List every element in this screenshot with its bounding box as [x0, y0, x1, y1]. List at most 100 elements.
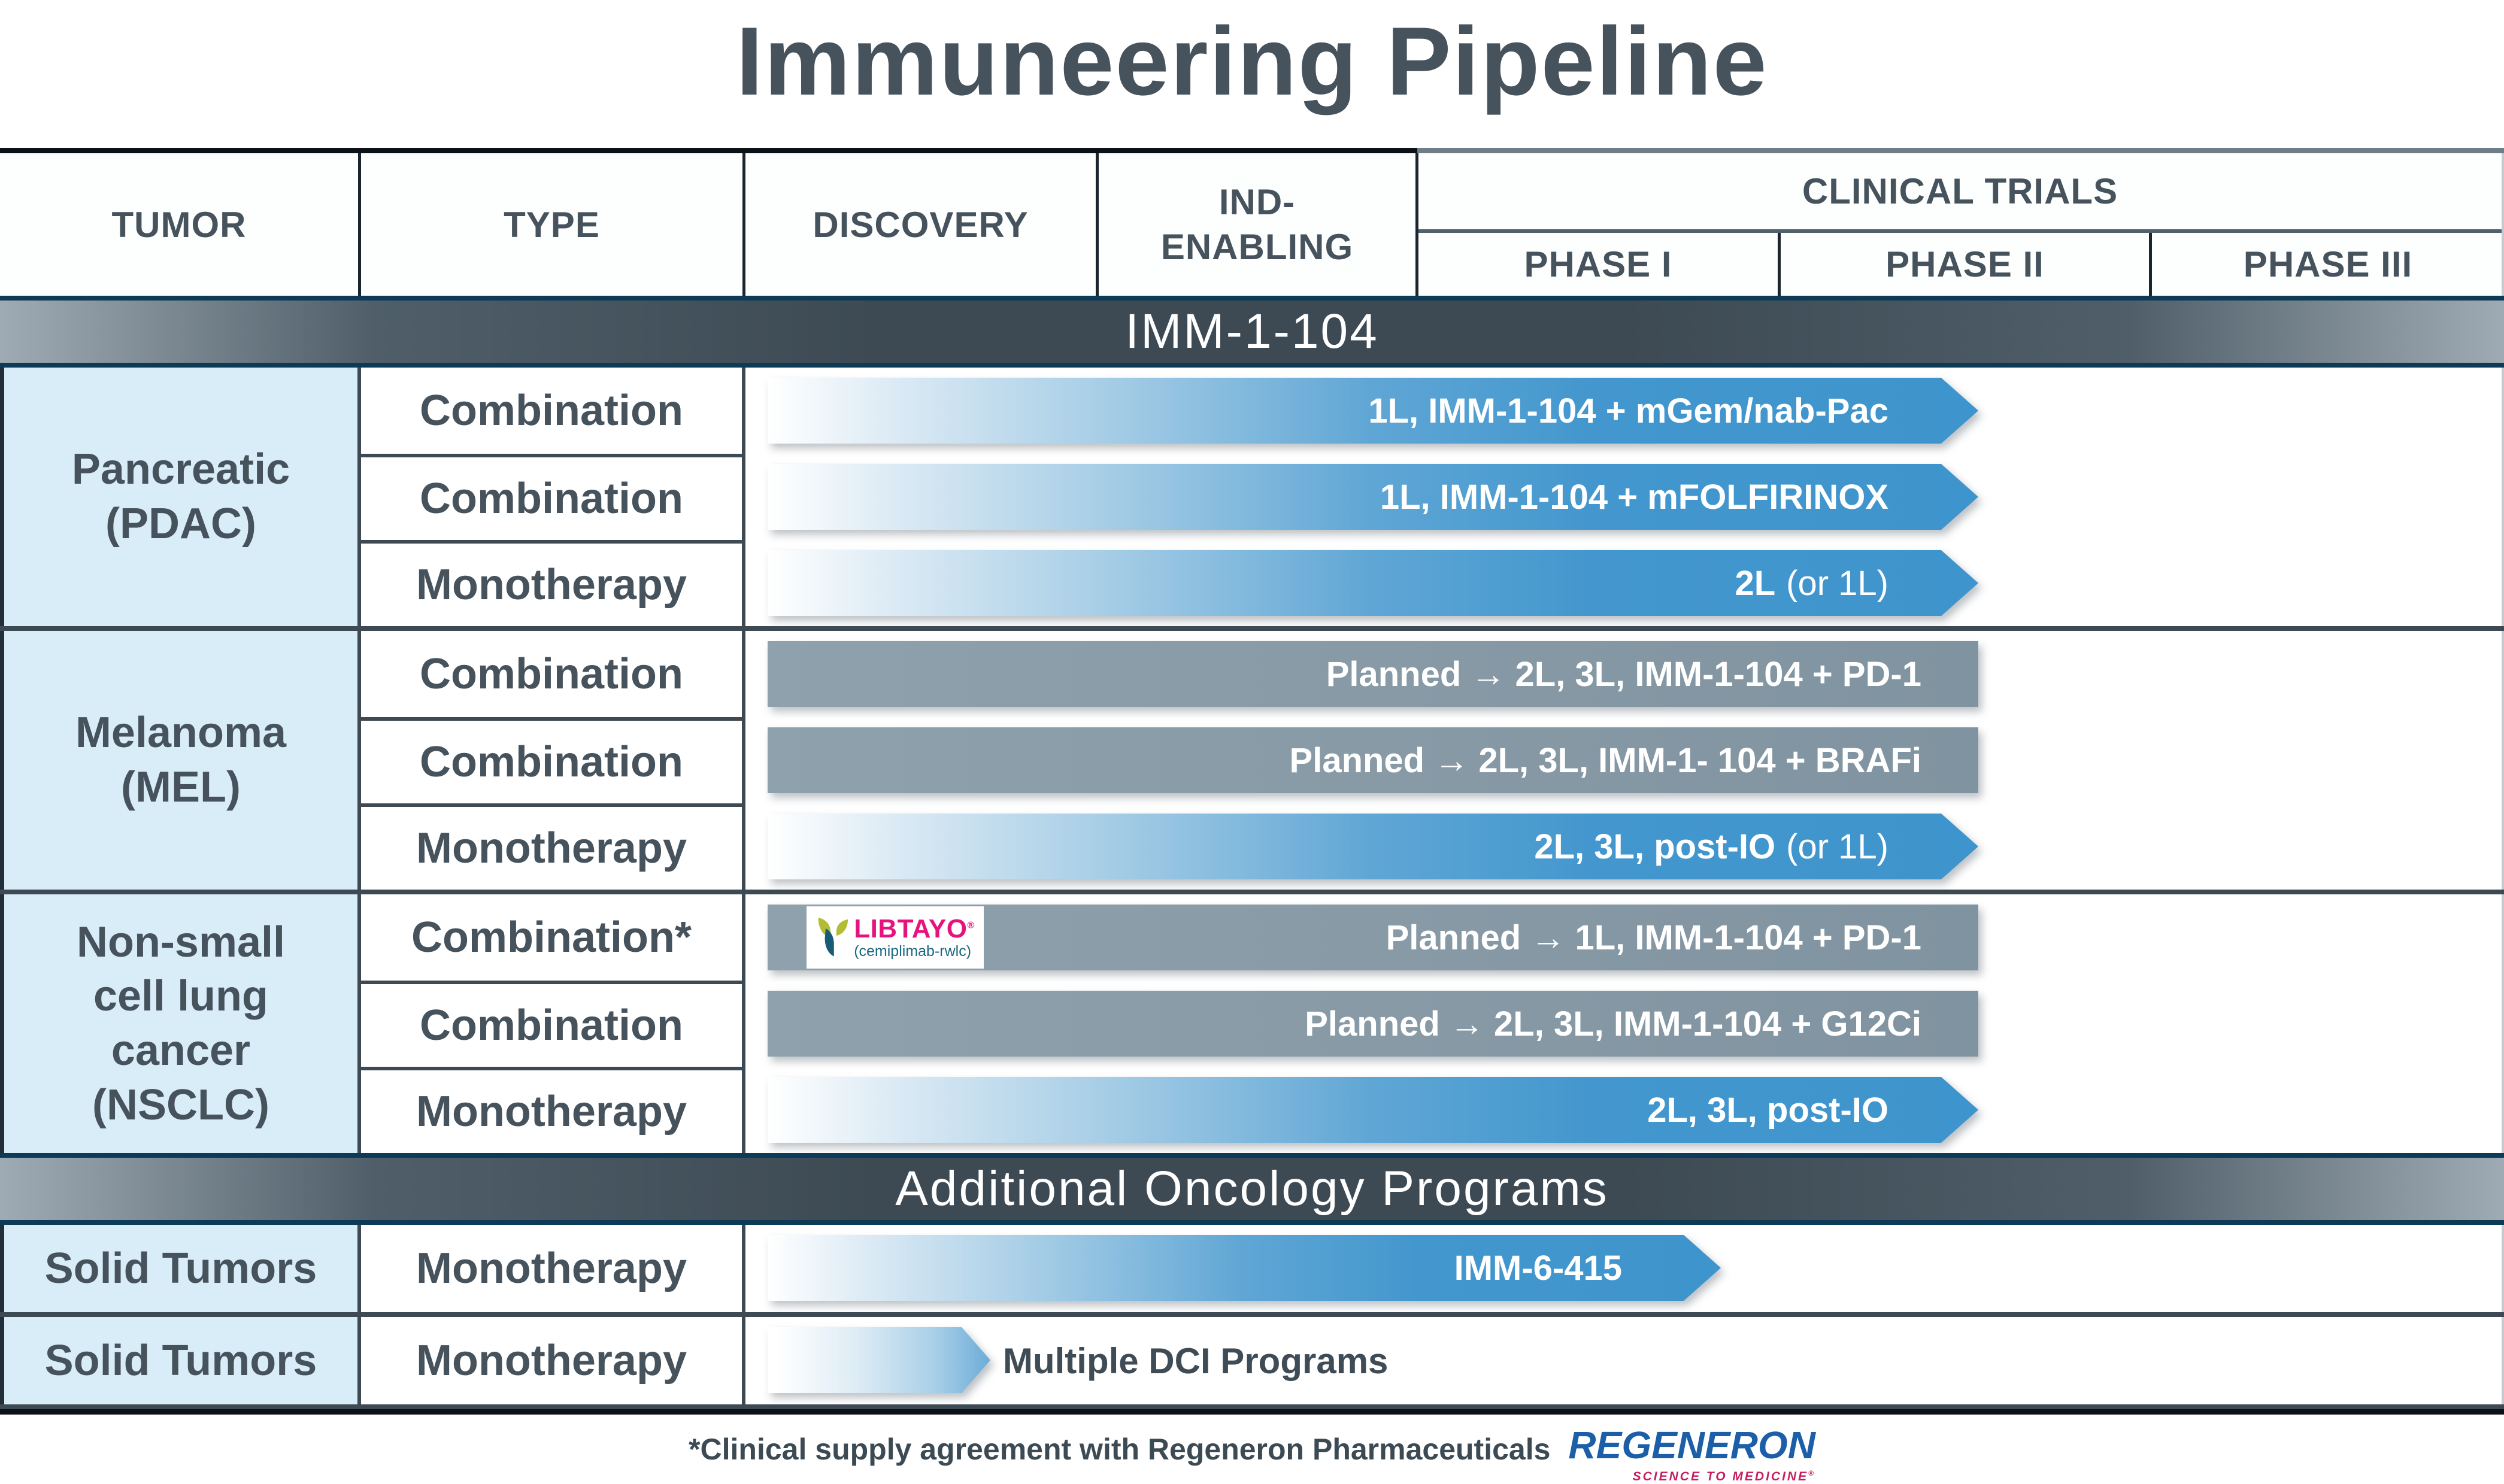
type-cells-solid-1: Monotherapy — [361, 1225, 745, 1312]
libtayo-text: LIBTAYO® (cemiplimab-rwlc) — [854, 916, 975, 959]
col-header-clinical-trials: CLINICAL TRIALS — [1418, 153, 2502, 233]
tumor-line: (PDAC) — [105, 500, 256, 548]
program-band-imm-1-104: IMM-1-104 — [0, 296, 2504, 368]
bar-label: Planned → 2L, 3L, IMM-1-104 + G12Ci — [1305, 1004, 1921, 1043]
tumor-line: Solid Tumors — [44, 1244, 317, 1292]
pipeline-bar-pdac-mono: 2L (or 1L) — [768, 550, 1978, 616]
table-header: TUMOR TYPE DISCOVERY IND- ENABLING CLINI… — [0, 153, 2504, 296]
type-cell: Combination — [361, 631, 742, 717]
col-header-phase2: PHASE II — [1781, 233, 2152, 296]
group-nsclc: Non-small cell lung cancer (NSCLC) Combi… — [0, 894, 2504, 1153]
group-melanoma: Melanoma (MEL) Combination Combination M… — [0, 631, 2504, 894]
type-cell: Combination* — [361, 894, 742, 981]
pipeline-lane: LIBTAYO® (cemiplimab-rwlc) Planned → 1L,… — [745, 894, 2502, 981]
lanes-solid-1: IMM-6-415 — [745, 1225, 2504, 1312]
col-header-tumor: TUMOR — [0, 153, 361, 296]
group-pancreatic: Pancreatic (PDAC) Combination Combinatio… — [0, 368, 2504, 631]
page-title: Immuneering Pipeline — [736, 7, 1768, 116]
phase-header-row: PHASE I PHASE II PHASE III — [1418, 233, 2502, 296]
lanes-nsclc: LIBTAYO® (cemiplimab-rwlc) Planned → 1L,… — [745, 894, 2504, 1153]
bar-label: 1L, IMM-1-104 + mGem/nab-Pac — [1368, 391, 1888, 430]
pipeline-lane: Planned → 2L, 3L, IMM-1-104 + PD-1 — [745, 631, 2502, 717]
tumor-cell-nsclc: Non-small cell lung cancer (NSCLC) — [0, 894, 361, 1153]
footer: *Clinical supply agreement with Regenero… — [0, 1426, 2504, 1484]
pipeline-lane: 1L, IMM-1-104 + mGem/nab-Pac — [745, 368, 2502, 454]
bar-label-bold: 2L, 3L, post-IO — [1534, 827, 1776, 866]
tumor-cell-solid-1: Solid Tumors — [0, 1225, 361, 1312]
pipeline-lane: IMM-6-415 — [745, 1225, 2502, 1312]
libtayo-brand: LIBTAYO® — [854, 914, 975, 943]
type-cell: Combination — [361, 981, 742, 1067]
tumor-line: Pancreatic — [71, 445, 290, 494]
pipeline-lane: Multiple DCI Programs — [745, 1317, 2502, 1404]
type-cell: Combination — [361, 717, 742, 803]
bar-label-light: (or 1L) — [1786, 827, 1888, 866]
pipeline-lane: 2L, 3L, post-IO (or 1L) — [745, 803, 2502, 890]
type-cells-pancreatic: Combination Combination Monotherapy — [361, 368, 745, 626]
clinical-trials-header-group: CLINICAL TRIALS PHASE I PHASE II PHASE I… — [1418, 153, 2504, 296]
group-solid-tumors-2: Solid Tumors Monotherapy Multiple DCI Pr… — [0, 1317, 2504, 1409]
tumor-line: Non-small — [76, 918, 286, 966]
bar-label: Planned → 2L, 3L, IMM-1- 104 + BRAFi — [1289, 741, 1921, 780]
tumor-line: (NSCLC) — [92, 1081, 269, 1129]
type-cell: Monotherapy — [361, 1225, 742, 1312]
pipeline-lane: Planned → 2L, 3L, IMM-1-104 + G12Ci — [745, 981, 2502, 1067]
type-cell: Monotherapy — [361, 1317, 742, 1404]
tumor-line: cancer — [111, 1027, 251, 1075]
tumor-line: (MEL) — [121, 763, 241, 811]
pipeline-bar-nsclc-mono: 2L, 3L, post-IO — [768, 1077, 1978, 1143]
type-cells-nsclc: Combination* Combination Monotherapy — [361, 894, 745, 1153]
tumor-line: cell lung — [93, 972, 269, 1021]
pipeline-table: TUMOR TYPE DISCOVERY IND- ENABLING CLINI… — [0, 148, 2504, 1415]
pipeline-bar-pdac-mgem: 1L, IMM-1-104 + mGem/nab-Pac — [768, 378, 1978, 444]
type-cells-solid-2: Monotherapy — [361, 1317, 745, 1404]
pipeline-lane: 2L, 3L, post-IO — [745, 1067, 2502, 1153]
pipeline-bar-nsclc-pd1-planned: LIBTAYO® (cemiplimab-rwlc) Planned → 1L,… — [768, 905, 1978, 970]
ind-line2: ENABLING — [1160, 227, 1354, 267]
type-cell: Monotherapy — [361, 540, 742, 626]
bar-label-bold: 2L — [1735, 563, 1776, 603]
lanes-melanoma: Planned → 2L, 3L, IMM-1-104 + PD-1 Plann… — [745, 631, 2504, 890]
dci-programs-label: Multiple DCI Programs — [1003, 1340, 1389, 1381]
type-cell: Combination — [361, 454, 742, 540]
pipeline-bar-mel-mono: 2L, 3L, post-IO (or 1L) — [768, 814, 1978, 879]
col-header-ind-enabling: IND- ENABLING — [1099, 153, 1418, 296]
ind-line1: IND- — [1218, 182, 1296, 222]
tumor-line: Solid Tumors — [44, 1336, 317, 1385]
regeneron-logo: REGENERON SCIENCE TO MEDICINE® — [1568, 1426, 1815, 1484]
lanes-solid-2: Multiple DCI Programs — [745, 1317, 2504, 1404]
pipeline-bar-mel-pd1-planned: Planned → 2L, 3L, IMM-1-104 + PD-1 — [768, 641, 1978, 707]
col-header-type: TYPE — [361, 153, 745, 296]
pipeline-bar-pdac-mfolfirinox: 1L, IMM-1-104 + mFOLFIRINOX — [768, 464, 1978, 530]
bar-label-bold: 2L, 3L, post-IO — [1647, 1090, 1888, 1130]
type-cells-melanoma: Combination Combination Monotherapy — [361, 631, 745, 890]
bar-label: 1L, IMM-1-104 + mFOLFIRINOX — [1380, 477, 1888, 517]
pipeline-lane: Planned → 2L, 3L, IMM-1- 104 + BRAFi — [745, 717, 2502, 803]
col-header-phase1: PHASE I — [1418, 233, 1781, 296]
libtayo-logo: LIBTAYO® (cemiplimab-rwlc) — [807, 906, 984, 969]
table-top-border — [0, 148, 2504, 153]
regeneron-wordmark: REGENERON — [1568, 1424, 1815, 1467]
type-cell: Monotherapy — [361, 1067, 742, 1153]
group-solid-tumors-1: Solid Tumors Monotherapy IMM-6-415 — [0, 1225, 2504, 1317]
bar-label: Planned → 2L, 3L, IMM-1-104 + PD-1 — [1326, 654, 1921, 694]
col-header-phase3: PHASE III — [2243, 244, 2413, 284]
bar-label-light: (or 1L) — [1786, 563, 1888, 603]
bar-label: IMM-6-415 — [1454, 1248, 1622, 1288]
pipeline-lane: 1L, IMM-1-104 + mFOLFIRINOX — [745, 454, 2502, 540]
type-cell: Combination — [361, 368, 742, 454]
libtayo-generic: (cemiplimab-rwlc) — [854, 943, 972, 960]
footnote-text: *Clinical supply agreement with Regenero… — [689, 1433, 1551, 1466]
pipeline-bar-dci — [768, 1327, 990, 1393]
pipeline-bar-nsclc-g12ci-planned: Planned → 2L, 3L, IMM-1-104 + G12Ci — [768, 991, 1978, 1057]
type-cell: Monotherapy — [361, 803, 742, 890]
col-header-discovery: DISCOVERY — [745, 153, 1099, 296]
libtayo-plant-icon — [818, 918, 848, 957]
program-band-additional-oncology: Additional Oncology Programs — [0, 1153, 2504, 1225]
tumor-cell-pancreatic: Pancreatic (PDAC) — [0, 368, 361, 626]
regeneron-tagline: SCIENCE TO MEDICINE® — [1632, 1469, 1815, 1483]
tumor-cell-melanoma: Melanoma (MEL) — [0, 631, 361, 890]
tumor-line: Melanoma — [75, 709, 287, 757]
pipeline-bar-imm-6-415: IMM-6-415 — [768, 1235, 1721, 1301]
